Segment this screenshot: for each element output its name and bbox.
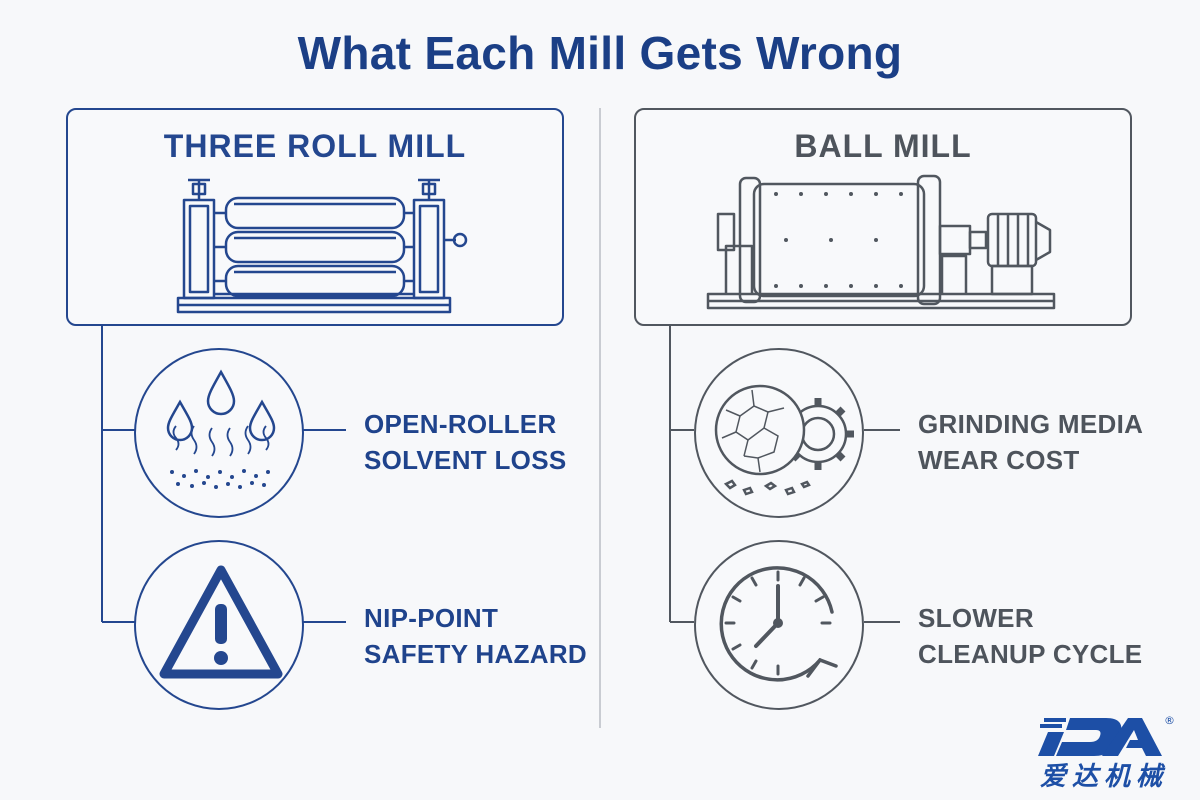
ball-mill-panel: BALL MILL — [634, 108, 1132, 326]
warning-triangle-icon — [159, 565, 283, 679]
safety-hazard-label: NIP-POINT SAFETY HAZARD — [364, 603, 587, 669]
ida-logo: ® — [1038, 714, 1175, 756]
three-roll-mill-panel: THREE ROLL MILL — [66, 108, 564, 326]
ball-mill-heading: BALL MILL — [794, 128, 972, 164]
solvent-evaporation-icon — [166, 369, 276, 489]
svg-text:®: ® — [1164, 714, 1175, 727]
logo-chinese-text: 爱达机械 — [1040, 762, 1169, 792]
page-title: What Each Mill Gets Wrong — [297, 27, 903, 79]
media-wear-label: GRINDING MEDIA WEAR COST — [918, 409, 1144, 475]
center-divider — [599, 108, 601, 728]
solvent-loss-label: OPEN-ROLLER SOLVENT LOSS — [364, 409, 567, 475]
cleanup-cycle-circle — [694, 540, 864, 710]
solvent-loss-circle — [134, 348, 304, 518]
cleanup-cycle-label: SLOWER CLEANUP CYCLE — [918, 603, 1143, 669]
clock-cycle-icon — [719, 566, 838, 682]
media-wear-circle — [694, 348, 864, 518]
three-roll-mill-icon — [176, 178, 468, 314]
safety-hazard-circle — [134, 540, 304, 710]
worn-ball-gear-icon — [714, 384, 854, 496]
ball-mill-icon — [706, 174, 1056, 310]
three-roll-mill-heading: THREE ROLL MILL — [163, 128, 467, 164]
